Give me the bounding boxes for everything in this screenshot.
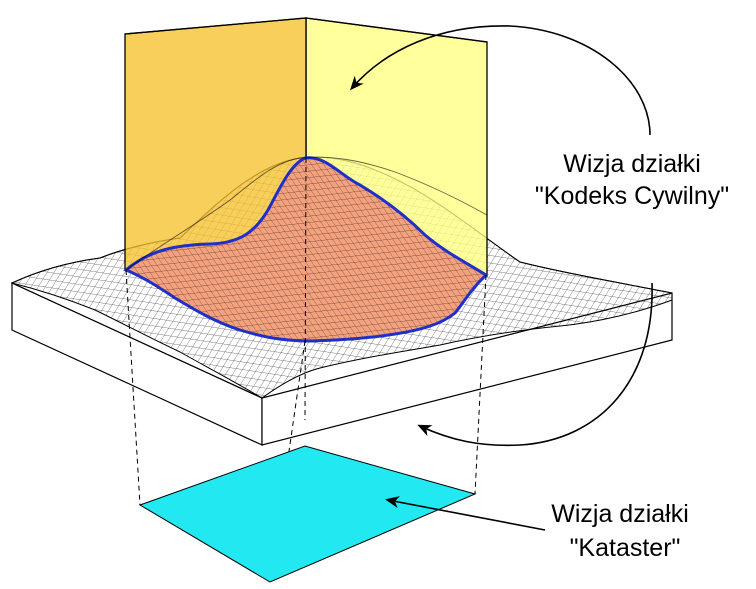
cadastral-plot xyxy=(138,445,477,583)
kodeks-label-line2: "Kodeks Cywilny" xyxy=(535,182,729,210)
arrow-to-plot xyxy=(385,496,546,531)
annotation-arrows xyxy=(350,25,653,531)
arrow-to-prism xyxy=(350,25,651,136)
kataster-label-line1: Wizja działki xyxy=(551,500,689,528)
kodeks-label-line1: Wizja działki xyxy=(563,150,701,178)
kataster-label-line2: "Kataster" xyxy=(570,534,681,562)
arrow-to-terrain xyxy=(417,282,653,447)
parcel-boundary xyxy=(123,156,489,343)
terrain-block xyxy=(11,282,673,446)
